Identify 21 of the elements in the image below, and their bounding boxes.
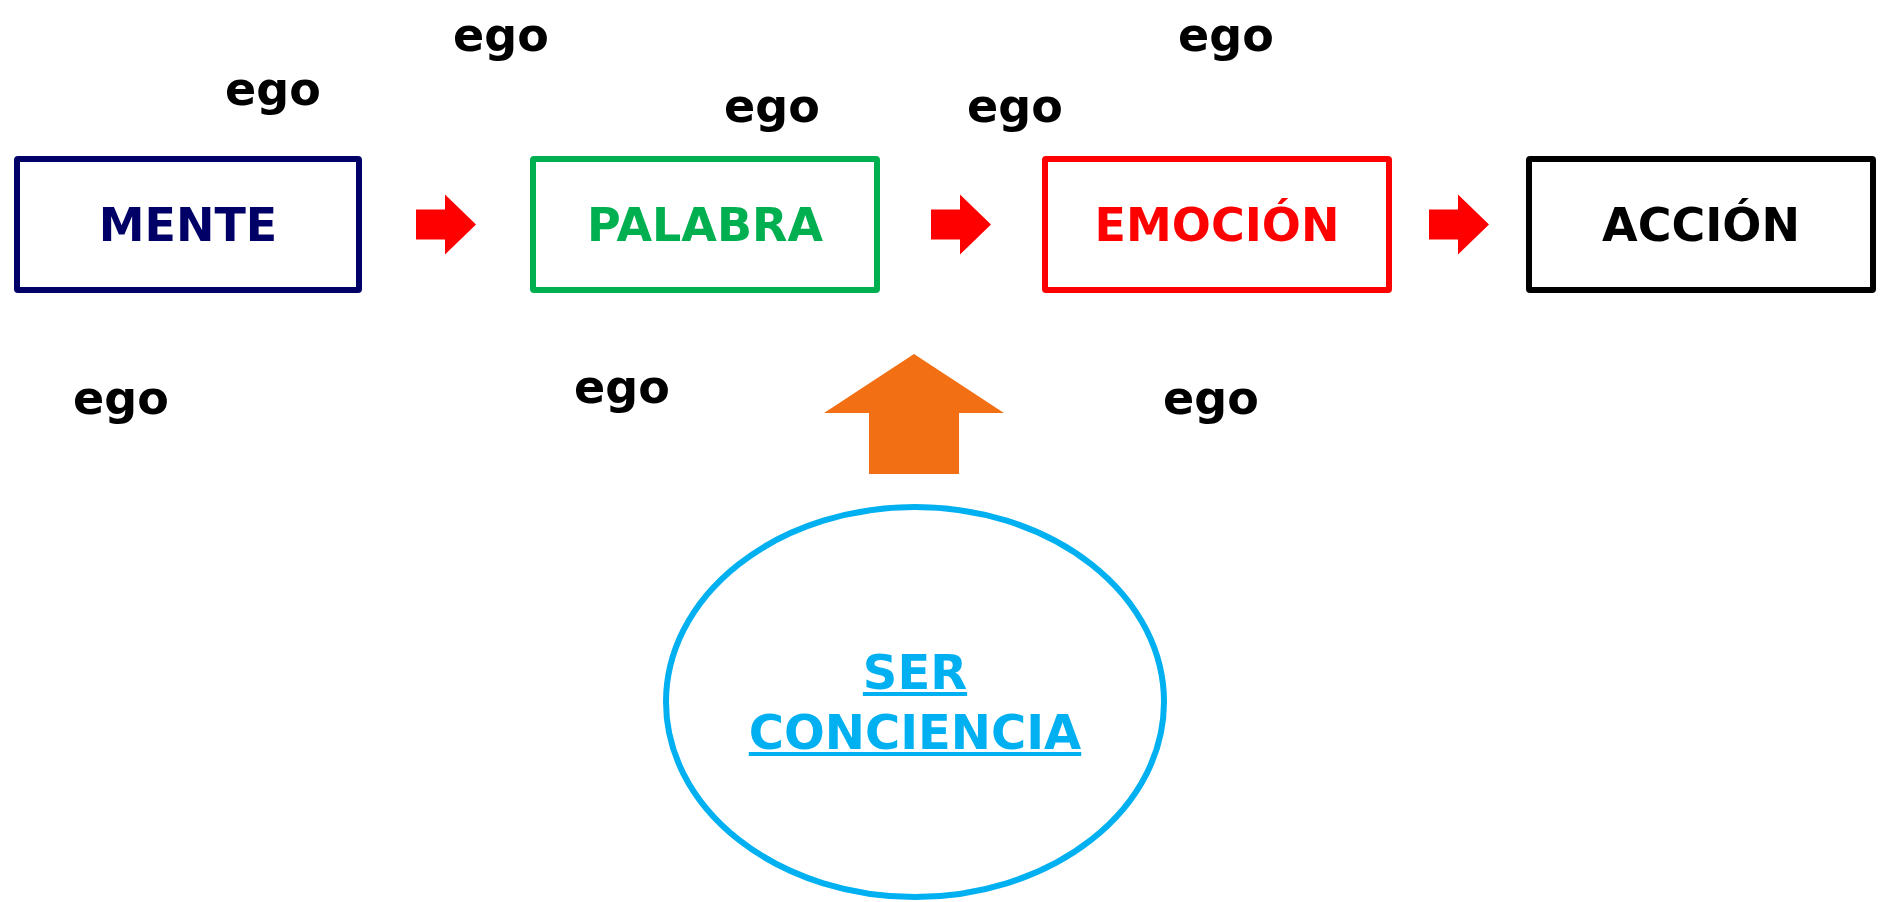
ego-label: ego — [73, 371, 169, 425]
box-text: EMOCIÓN — [1094, 197, 1340, 252]
ego-label: ego — [225, 62, 321, 116]
process-box — [14, 156, 362, 293]
process-box — [530, 156, 880, 293]
ellipse-text: SER CONCIENCIA — [747, 643, 1083, 762]
box-text: ACCIÓN — [1602, 197, 1800, 252]
ego-label: ego — [967, 79, 1063, 133]
block-arrow — [1429, 194, 1489, 255]
process-box — [1042, 156, 1392, 293]
ego-label: ego — [1178, 8, 1274, 62]
ego-label: ego — [574, 360, 670, 414]
box-text: MENTE — [98, 197, 278, 252]
ego-label: ego — [1163, 371, 1259, 425]
process-box — [1526, 156, 1876, 293]
ego-label: ego — [453, 8, 549, 62]
block-arrow — [824, 354, 1004, 474]
ego-label: ego — [724, 79, 820, 133]
box-text: PALABRA — [586, 197, 824, 252]
block-arrow — [416, 194, 476, 255]
block-arrow — [931, 194, 991, 255]
